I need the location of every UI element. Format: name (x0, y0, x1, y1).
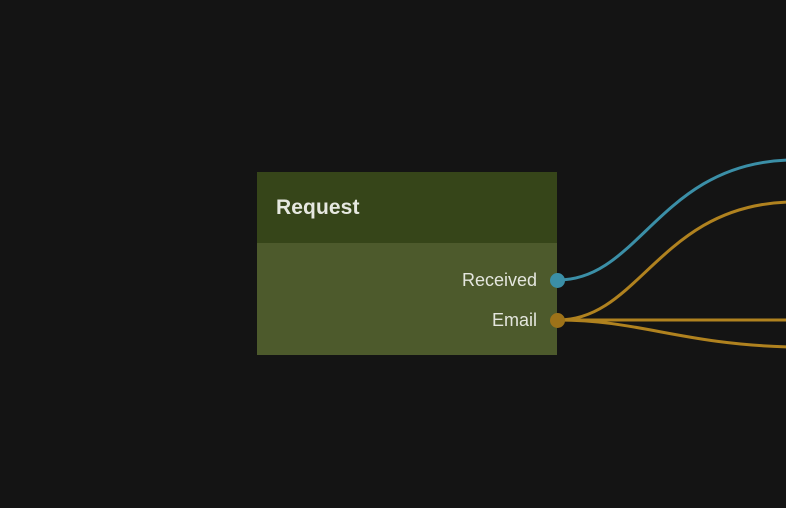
port-label-email: Email (491, 310, 537, 330)
port-row-received[interactable]: Received (461, 269, 565, 291)
port-row-email[interactable]: Email (491, 309, 565, 331)
node-request[interactable]: Request Received Email (257, 172, 565, 355)
node-body: Received Email (257, 243, 565, 355)
port-label-received: Received (461, 270, 537, 290)
node-header[interactable]: Request (257, 172, 557, 243)
edge-received-to-upper-right[interactable] (556, 158, 786, 282)
node-title: Request (276, 196, 360, 219)
port-dot-email[interactable] (550, 312, 565, 328)
edge-email-to-lower-right[interactable] (556, 318, 786, 349)
port-dot-received[interactable] (550, 272, 565, 288)
edge-email-to-upper-right[interactable] (556, 200, 786, 322)
